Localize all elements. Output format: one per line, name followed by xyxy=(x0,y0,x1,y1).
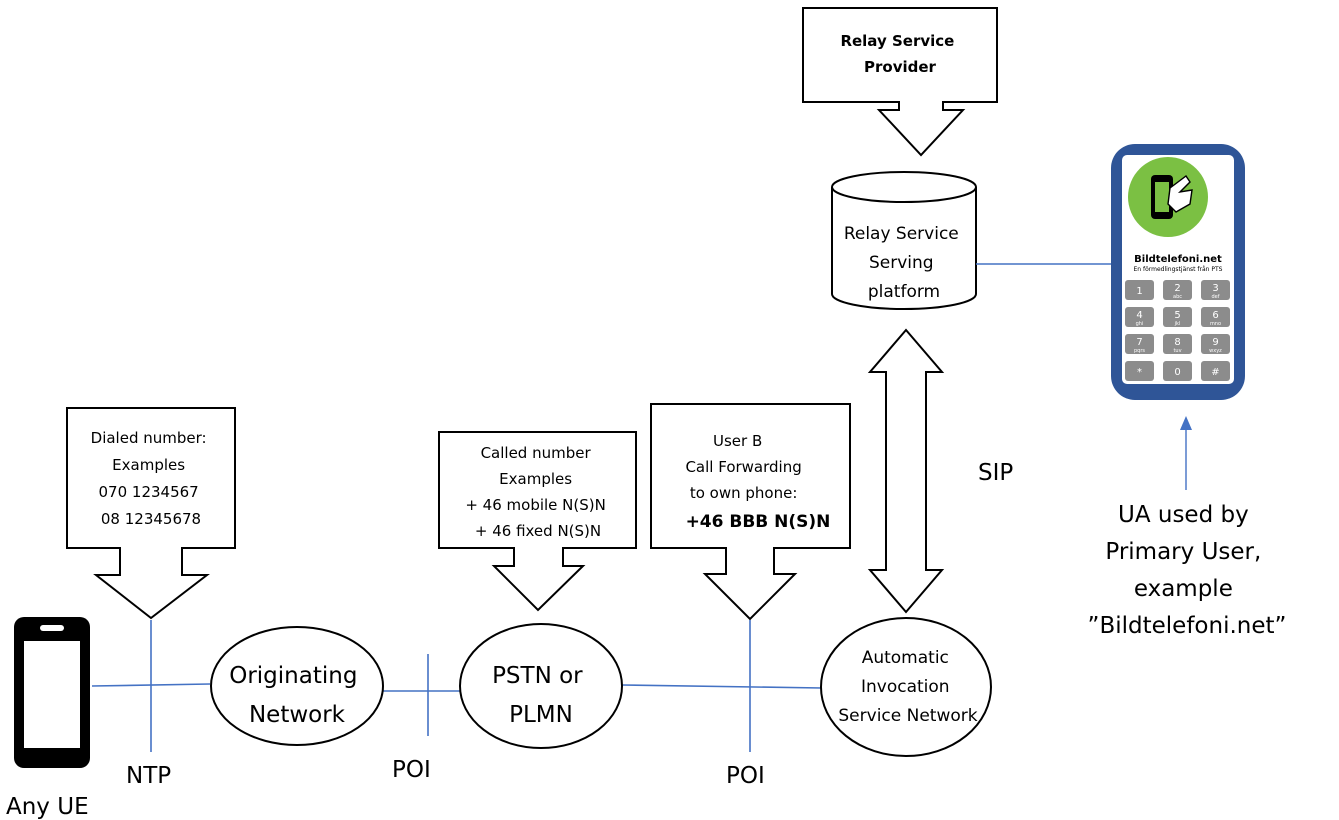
keypad-digit: 9 xyxy=(1212,337,1218,348)
keypad-digit: 6 xyxy=(1212,310,1218,321)
keypad-digit: # xyxy=(1211,367,1219,378)
keypad-digit: 2 xyxy=(1174,283,1180,294)
ua-caption: UA used by Primary User, example ”Bildte… xyxy=(1088,502,1287,639)
keypad-letters: mno xyxy=(1210,321,1221,327)
sip-double-arrow xyxy=(867,328,945,614)
relay-platform-text: Relay Service Serving platform xyxy=(844,224,964,302)
user-b-text: User B Call Forwarding to own phone: +46… xyxy=(685,432,830,532)
keypad-letters: wxyz xyxy=(1209,348,1222,354)
keypad-letters: def xyxy=(1211,294,1219,300)
logo-hand-icon xyxy=(1167,174,1193,213)
called-number-callout xyxy=(438,431,637,612)
keypad-digit: 0 xyxy=(1174,367,1180,378)
automatic-invocation-node xyxy=(820,617,992,757)
poi-left-label: POI xyxy=(392,757,431,783)
dialed-number-text: Dialed number: Examples 070 1234567 08 1… xyxy=(91,429,212,528)
keypad-digit: 3 xyxy=(1212,283,1218,294)
dialed-number-callout xyxy=(66,407,236,620)
keypad-letters: tuv xyxy=(1173,348,1181,354)
keypad-key-star: * xyxy=(1125,361,1154,381)
user-b-callout xyxy=(650,403,851,621)
pstn-plmn-text: PSTN or PLMN xyxy=(492,663,590,728)
keypad-digit: * xyxy=(1137,367,1142,378)
pstn-plmn-node xyxy=(459,623,623,749)
keypad-letters: jkl xyxy=(1174,321,1181,327)
keypad-digit: 7 xyxy=(1136,337,1142,348)
bildtelefoni-tagline: En förmedlingstjänst från PTS xyxy=(1133,266,1222,273)
relay-platform-cylinder xyxy=(831,171,977,310)
automatic-invocation-text: Automatic Invocation Service Network xyxy=(838,648,977,726)
keypad-key-1: 1 xyxy=(1125,280,1154,300)
relay-provider-callout xyxy=(802,7,998,157)
any-ue-label: Any UE xyxy=(6,794,89,820)
keypad-digit: 4 xyxy=(1136,310,1142,321)
called-number-text: Called number Examples + 46 mobile N(S)N… xyxy=(465,444,610,540)
ua-pointer-arrowhead xyxy=(1180,416,1192,430)
keypad-digit: 5 xyxy=(1174,310,1180,321)
originating-network-node xyxy=(210,626,384,746)
originating-network-text: Originating Network xyxy=(229,663,365,728)
poi-right-label: POI xyxy=(726,763,765,789)
keypad-digit: 1 xyxy=(1136,286,1142,297)
keypad-key-hash: # xyxy=(1201,361,1230,381)
sip-label: SIP xyxy=(978,460,1013,486)
ntp-label: NTP xyxy=(126,763,171,789)
keypad-letters: ghi xyxy=(1136,321,1144,327)
keypad-key-0: 0 xyxy=(1163,361,1192,381)
relay-provider-text: Relay Service Provider xyxy=(840,32,959,76)
pstn-automatic-link xyxy=(621,684,823,689)
keypad-letters: abc xyxy=(1173,294,1182,300)
smartphone-icon xyxy=(14,617,90,768)
keypad-digit: 8 xyxy=(1174,337,1180,348)
bildtelefoni-phone: Bildtelefoni.net En förmedlingstjänst fr… xyxy=(1111,144,1245,400)
bildtelefoni-brand: Bildtelefoni.net xyxy=(1134,254,1222,265)
keypad-letters: pqrs xyxy=(1134,348,1145,354)
